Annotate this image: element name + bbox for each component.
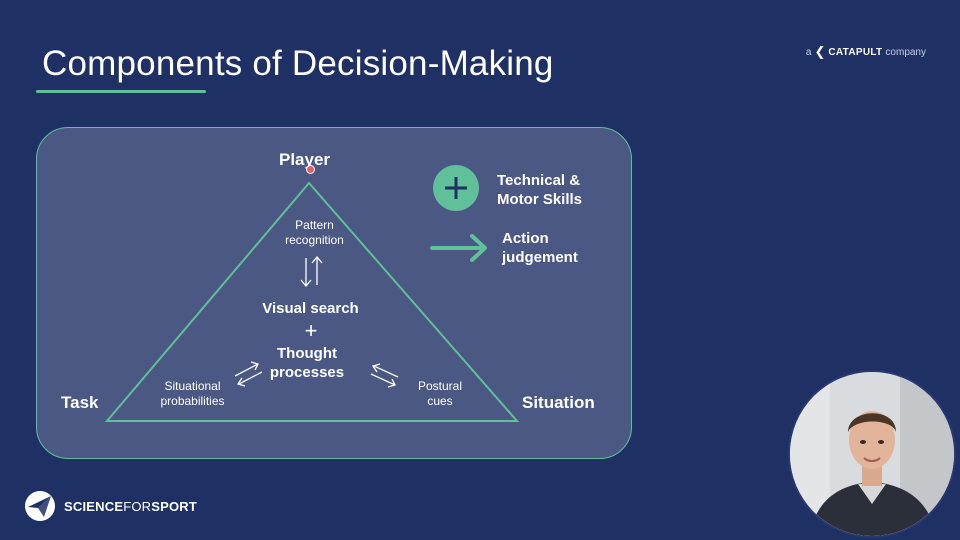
pattern-line2: recognition bbox=[285, 233, 344, 247]
pattern-line1: Pattern bbox=[295, 218, 334, 232]
catapult-prefix: a bbox=[805, 46, 812, 58]
vertical-exchange-arrows bbox=[300, 255, 323, 288]
slide-title: Components of Decision-Making bbox=[42, 44, 554, 83]
logo-text: SCIENCEFORSPORT bbox=[64, 499, 197, 514]
action-line2: judgement bbox=[502, 249, 578, 266]
thought-line2: processes bbox=[269, 364, 345, 381]
situational-line1: Situational bbox=[164, 379, 221, 393]
situation-label: Situation bbox=[522, 393, 595, 412]
decision-triangle bbox=[104, 181, 520, 422]
task-label: Task bbox=[61, 393, 99, 412]
postural-cues-label: Postural cues bbox=[405, 379, 475, 409]
catapult-tagline: a ❮ CATAPULT company bbox=[806, 44, 926, 60]
catapult-brand: CATAPULT bbox=[828, 46, 883, 58]
title-underline bbox=[36, 90, 206, 93]
situational-line2: probabilities bbox=[160, 394, 225, 408]
technical-line1: Technical & bbox=[497, 172, 581, 189]
diagram-panel bbox=[36, 127, 632, 459]
pattern-recognition-label: Pattern recognition bbox=[272, 218, 357, 248]
thought-processes-label: Thought processes bbox=[262, 344, 352, 382]
action-line1: Action bbox=[502, 230, 549, 247]
logo-text-science: SCIENCE bbox=[64, 498, 124, 514]
presenter-webcam bbox=[790, 372, 954, 536]
player-label: Player bbox=[279, 150, 331, 169]
postural-line1: Postural bbox=[417, 379, 463, 393]
postural-line2: cues bbox=[427, 394, 453, 408]
plus-sign: + bbox=[304, 318, 318, 343]
logo-text-for: FOR bbox=[123, 498, 152, 514]
left-exchange-arrows bbox=[234, 361, 263, 387]
right-exchange-arrows bbox=[370, 363, 399, 388]
situational-probabilities-label: Situational probabilities bbox=[150, 379, 235, 409]
cursor-pointer bbox=[306, 165, 315, 174]
logo-text-sport: SPORT bbox=[151, 498, 198, 514]
science-for-sport-logo: SCIENCEFORSPORT bbox=[24, 490, 197, 522]
presenter-avatar bbox=[790, 372, 954, 536]
catapult-suffix: company bbox=[885, 46, 926, 58]
science-for-sport-logo-icon bbox=[25, 491, 55, 521]
right-arrow-icon bbox=[430, 234, 487, 262]
technical-line2: Motor Skills bbox=[497, 191, 583, 208]
action-judgement-label: Action judgement bbox=[502, 229, 578, 267]
technical-motor-skills-label: Technical & Motor Skills bbox=[497, 171, 582, 209]
visual-search-label: Visual search bbox=[262, 300, 359, 317]
catapult-logo-icon: ❮ bbox=[814, 44, 826, 59]
plus-icon bbox=[433, 165, 479, 211]
thought-line1: Thought bbox=[277, 345, 337, 362]
